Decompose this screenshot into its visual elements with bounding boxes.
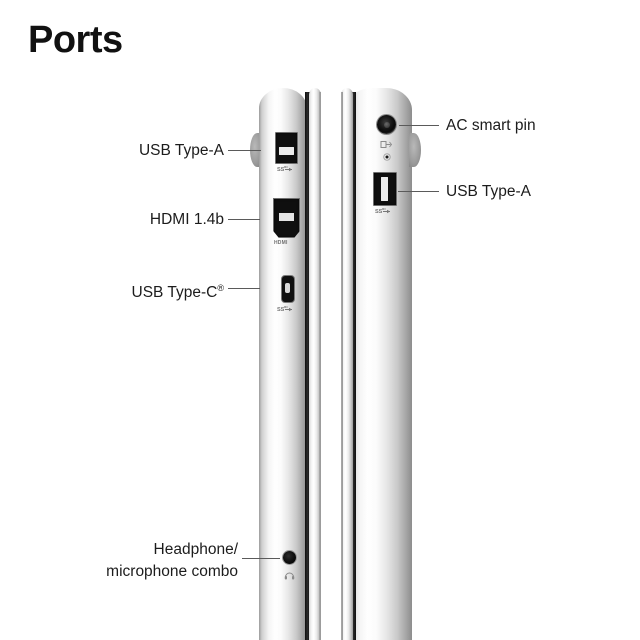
usb-a-tongue [381, 177, 388, 201]
callout-text: USB Type-A [138, 142, 224, 159]
callout-text: HDMI 1.4b [149, 211, 224, 228]
ac-power-jack-port [377, 115, 396, 134]
headphone-mic-combo-port [283, 551, 296, 564]
svg-text:SS: SS [277, 307, 285, 313]
callout-label-ac-smart-pin: AC smart pin [446, 116, 626, 135]
superspeed-usb-icon-left-a: SS [277, 165, 295, 174]
laptop-left-base [259, 88, 307, 640]
callout-text: USB Type-C [131, 284, 218, 302]
usb-a-port-right [373, 172, 397, 206]
usb-c-tongue [284, 283, 290, 293]
laptop-left-lid-edge [319, 92, 321, 640]
hdmi-tongue [279, 213, 294, 221]
leader-line-headphone [242, 558, 280, 560]
callout-text-line-1: Headphone/ [153, 541, 238, 558]
power-plug-icon [380, 140, 393, 149]
usb-a-tongue [279, 147, 294, 155]
hinge-nub-right [409, 133, 421, 167]
callout-label-usb-type-c: USB Type-C® [60, 279, 225, 302]
svg-text:SS: SS [375, 209, 383, 215]
power-led-indicator [383, 153, 391, 161]
callout-label-usb-type-a-right: USB Type-A [446, 182, 626, 201]
headphone-icon [284, 570, 295, 580]
laptop-right-lid-edge [341, 92, 343, 640]
laptop-right-lid [341, 88, 353, 640]
usb-c-port [281, 275, 295, 303]
hdmi-marking-label: HDMI [274, 240, 288, 246]
callout-label-headphone-mic-combo: Headphone/ microphone combo [40, 539, 238, 583]
leader-line-usb-a-left [228, 150, 261, 152]
leader-line-usb-c [228, 288, 260, 290]
ac-jack-center-pin [383, 121, 390, 128]
page-title: Ports [28, 19, 123, 61]
laptop-left-lid [309, 88, 321, 640]
superspeed-usb-icon-right-a: SS [375, 207, 393, 216]
leader-line-hdmi [228, 219, 260, 221]
usb-a-port-left [275, 132, 298, 164]
superspeed-usb-icon-left-c: SS [277, 305, 295, 314]
callout-text: USB Type-A [446, 183, 532, 200]
callout-label-hdmi: HDMI 1.4b [60, 210, 224, 229]
laptop-right-seam [351, 92, 356, 640]
laptop-left-seam [305, 92, 310, 640]
leader-line-usb-a-right [398, 191, 439, 193]
hdmi-port [273, 198, 300, 238]
callout-label-usb-type-a-left: USB Type-A [60, 141, 224, 160]
registered-mark: ® [217, 283, 224, 293]
callout-text-line-2: microphone combo [106, 563, 238, 580]
callout-text: AC smart pin [446, 117, 536, 134]
svg-text:SS: SS [277, 167, 285, 173]
leader-line-ac-smart-pin [399, 125, 439, 127]
